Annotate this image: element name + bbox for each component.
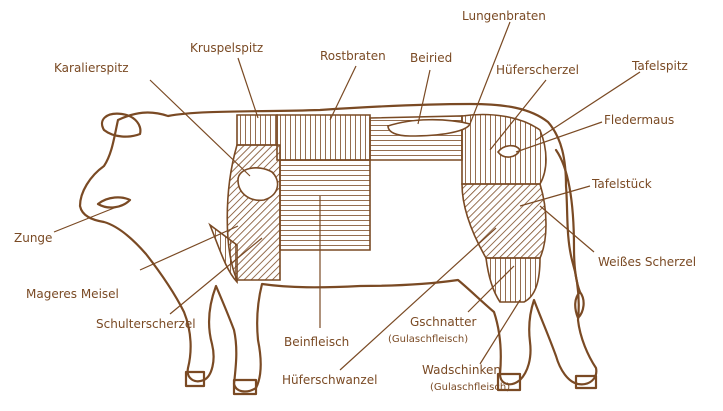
label-rostbraten: Rostbraten xyxy=(320,49,386,63)
label-kruspelspitz: Kruspelspitz xyxy=(190,41,263,55)
label-tafelstuck: Tafelstück xyxy=(591,177,652,191)
region-kruspelspitz xyxy=(237,115,277,145)
label-beiried: Beiried xyxy=(410,51,452,65)
cow-ear xyxy=(102,114,140,137)
label-tafelspitz: Tafelspitz xyxy=(631,59,688,73)
label-wadschinken: Wadschinken xyxy=(422,363,501,377)
label-beinfleisch: Beinfleisch xyxy=(284,335,349,349)
leader-zunge xyxy=(54,204,124,232)
region-gschnatter xyxy=(486,258,540,302)
label-gschnatter: Gschnatter xyxy=(410,315,477,329)
label-weisses-scherzel: Weißes Scherzel xyxy=(598,255,696,269)
label-fledermaus: Fledermaus xyxy=(604,113,674,127)
cow-tail xyxy=(556,150,584,318)
label-mageres-meisel: Mageres Meisel xyxy=(26,287,119,301)
label-karalierspitz: Karalierspitz xyxy=(54,61,129,75)
leader-rostbraten xyxy=(330,66,356,120)
label-gschnatter-sub: (Gulaschfleisch) xyxy=(388,334,468,345)
label-huferschwanzel: Hüferschwanzel xyxy=(282,373,377,387)
cow-eye xyxy=(98,197,130,207)
leader-tafelspitz xyxy=(536,72,640,140)
label-zunge: Zunge xyxy=(14,231,52,245)
region-beinfleisch xyxy=(280,160,370,250)
rear-hoof-right xyxy=(576,376,596,388)
label-wadschinken-sub: (Gulaschfleisch) xyxy=(430,382,510,393)
label-schulterscherzel: Schulterscherzel xyxy=(96,317,196,331)
leader-karalierspitz xyxy=(150,80,250,176)
leader-kruspelspitz xyxy=(238,58,258,118)
label-lungenbraten: Lungenbraten xyxy=(462,9,546,23)
label-huferscherzel: Hüferscherzel xyxy=(496,63,579,77)
region-rostbraten xyxy=(277,115,370,160)
leader-beiried xyxy=(418,70,430,124)
